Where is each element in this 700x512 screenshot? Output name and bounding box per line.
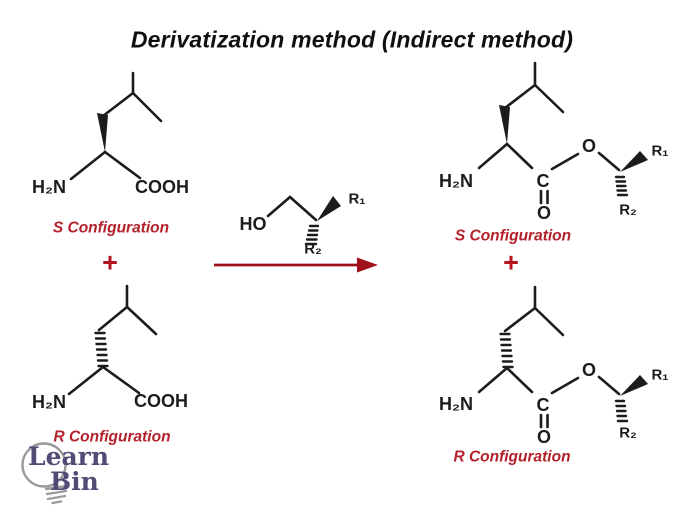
s-ester-carbonyl-o-label: O [536,203,552,223]
r-amino-acid-structure [67,284,158,396]
s-ester-config-label: S Configuration [454,227,572,245]
s-ester-r1-label: R₁ [651,142,669,160]
r-ester-ester-o-label: O [581,360,597,380]
s-ester-ester-o-label: O [581,136,597,156]
s-ester-structure [477,61,648,205]
hash-bond [614,175,629,197]
r-amino-acid-config-label: R Configuration [53,428,171,446]
s-amino-acid-structure [69,71,163,181]
plus-sign-left: + [102,247,118,278]
r-ester-structure [477,285,648,429]
chiral-alcohol-reagent-structure [266,195,341,246]
hash-bond [304,224,320,246]
wedge-bond [317,196,341,221]
wedge-bond [620,151,648,172]
plus-sign-right: + [503,247,519,278]
s-amino-acid-config-label: S Configuration [52,219,170,237]
r-ester-r1-label: R₁ [651,366,669,384]
r-ester-amine-label: H₂N [439,394,473,414]
lightbulb-icon [21,442,69,505]
s-ester-amine-label: H₂N [439,171,473,191]
hash-bond [614,399,629,423]
diagram-title: Derivatization method (Indirect method) [130,26,574,53]
wedge-bond [620,375,648,396]
r-ester-carbonyl-c-label: C [536,395,550,415]
s-amino-acid-carboxyl-label: COOH [135,177,189,197]
wedge-bond [499,105,510,144]
logo-text-learn: Learn [28,442,110,471]
reagent-hydroxyl-label: HO [239,214,267,234]
logo-text-bin: Bin [50,467,99,496]
reaction-arrow [214,257,378,273]
r-amino-acid-amine-label: H₂N [32,392,66,412]
reagent-r1-label: R₁ [348,190,366,208]
r-ester-carbonyl-o-label: O [536,427,552,447]
r-ester-r2-label: R₂ [619,424,637,442]
hash-bond [94,331,109,368]
s-ester-carbonyl-c-label: C [536,171,550,191]
r-ester-config-label: R Configuration [453,448,571,466]
reagent-r2-label: R₂ [304,240,322,258]
hash-bond [499,332,514,369]
wedge-bond [97,113,108,152]
s-ester-r2-label: R₂ [619,201,637,219]
s-amino-acid-amine-label: H₂N [32,177,66,197]
r-amino-acid-carboxyl-label: COOH [134,391,188,411]
